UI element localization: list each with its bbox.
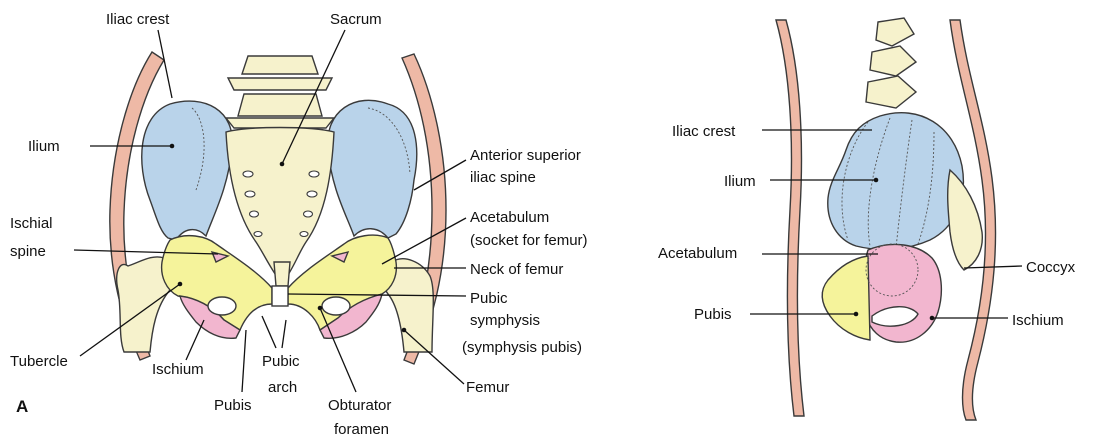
label-neck-of-femur: Neck of femur [470,261,563,278]
label-pubic-symphysis-line2: symphysis [470,312,540,329]
label-asis-line1: Anterior superior [470,147,581,164]
side-vertebra [870,46,916,76]
label-pubic-symphysis-line3: (symphysis pubis) [462,339,582,356]
label-obturator-line1: Obturator [328,397,391,414]
label-pubic-arch-line1: Pubic [262,353,300,370]
label-pubic-arch-line2: arch [268,379,297,396]
leader-dot [318,306,323,311]
side-ilium [828,113,964,250]
left-obturator-foramen [208,297,236,315]
label-ilium: Ilium [28,138,60,155]
right-ilium [328,100,417,238]
leader-dot [280,162,285,167]
side-view: Iliac crest Ilium Acetabulum Coccyx Pubi… [658,18,1076,420]
foramen [307,191,317,197]
leader-dot [930,316,935,321]
label-acetabulum-line2: (socket for femur) [470,232,588,249]
lumbar-vertebrae [226,56,334,128]
side-ischium [863,244,941,342]
front-view: Iliac crest Sacrum Ilium Anterior superi… [10,11,588,438]
label-ischial-spine-line1: Ischial [10,215,53,232]
leader-pubis [242,330,246,392]
foramen [300,232,308,237]
leader-dot [874,178,879,183]
side-sacrum [948,170,983,270]
vertebra-1 [242,56,318,74]
foramen [254,232,262,237]
label-side-acetabulum: Acetabulum [658,245,737,262]
label-ischium: Ischium [152,361,204,378]
leader-dot [854,312,859,317]
foramen [304,211,313,217]
side-body-outline-left [776,20,804,416]
label-pubic-symphysis-line1: Pubic [470,290,508,307]
side-pubis [822,256,870,340]
side-vertebra [866,76,916,108]
foramen [250,211,259,217]
label-iliac-crest: Iliac crest [106,11,170,28]
label-asis-line2: iliac spine [470,169,536,186]
label-femur: Femur [466,379,509,396]
label-obturator-line2: foramen [334,421,389,438]
leader-pubic-arch-left [262,316,276,348]
foramen [245,191,255,197]
label-pubis: Pubis [214,397,252,414]
label-side-iliac-crest: Iliac crest [672,123,736,140]
label-acetabulum-line1: Acetabulum [470,209,549,226]
label-tubercle: Tubercle [10,353,68,370]
label-ischial-spine-line2: spine [10,243,46,260]
right-obturator-foramen [322,297,350,315]
left-ilium [142,101,233,240]
sacrum [226,128,334,285]
foramen [309,171,319,177]
pubic-symphysis-joint [272,286,288,306]
label-sacrum: Sacrum [330,11,382,28]
label-side-pubis: Pubis [694,306,732,323]
leader-ischium [186,320,204,360]
leader-dot [178,282,183,287]
label-side-ilium: Ilium [724,173,756,190]
leader-dot [402,328,407,333]
leader-pubic-arch-right [282,320,286,348]
side-lumbar-vertebrae [866,18,916,108]
foramen [243,171,253,177]
label-side-coccyx: Coccyx [1026,259,1076,276]
vertebra-1-process [228,78,332,90]
coccyx-front [274,262,290,286]
panel-letter: A [16,397,28,416]
vertebra-2-process [226,118,334,128]
label-side-ischium: Ischium [1012,312,1064,329]
leader-dot [170,144,175,149]
side-vertebra [876,18,914,46]
